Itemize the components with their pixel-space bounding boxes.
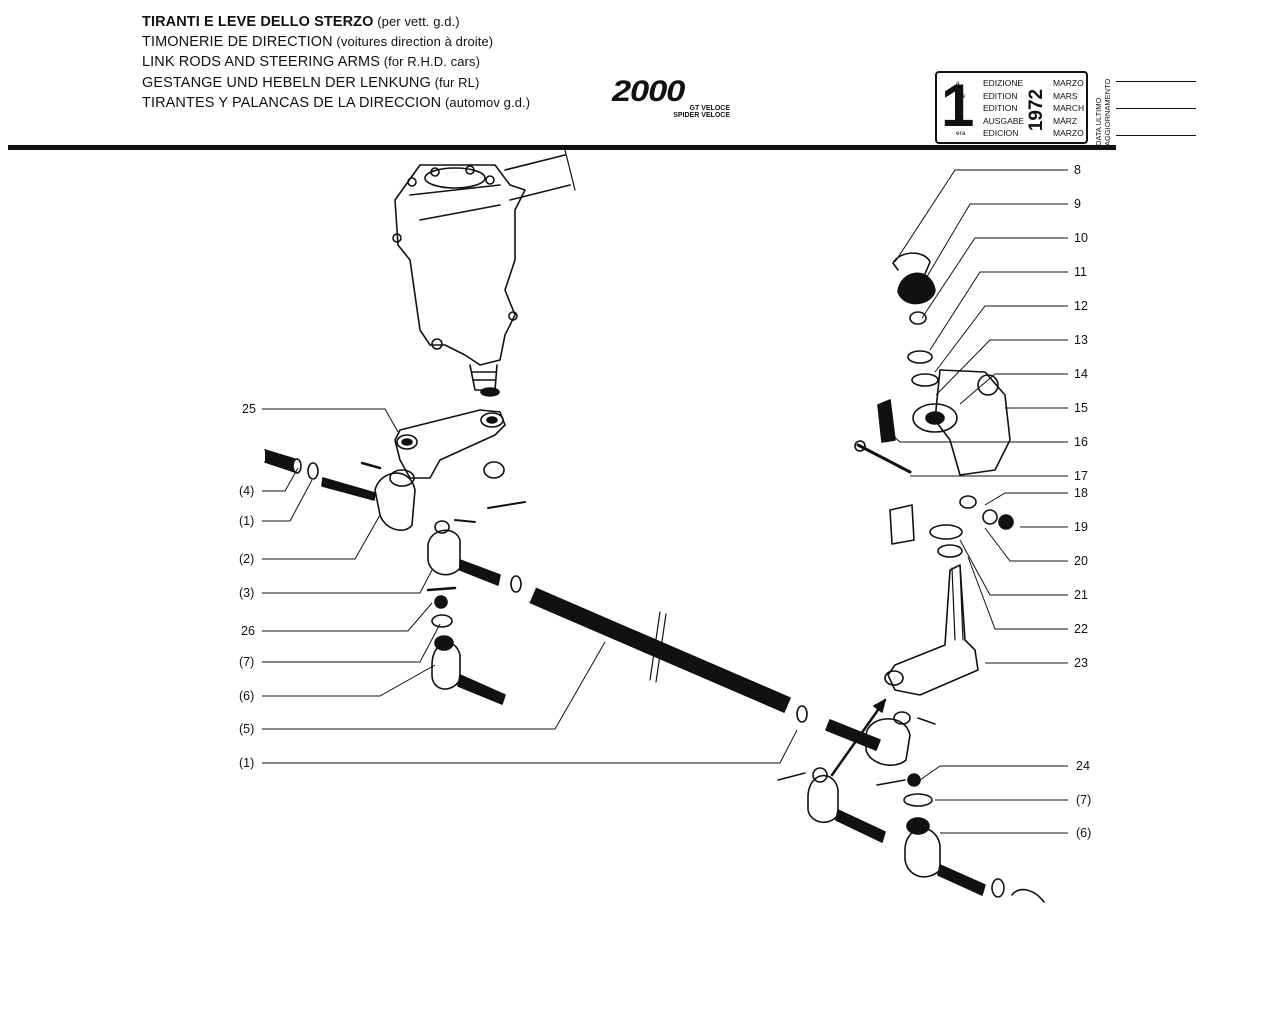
title-french: TIMONERIE DE DIRECTION (voitures directi…: [142, 34, 494, 51]
title-block: TIRANTI E LEVE DELLO STERZO (per vett. g…: [142, 12, 530, 113]
callout-22: 22: [1074, 622, 1088, 636]
callout-14: 14: [1074, 367, 1088, 381]
left-rod-ends-drawing: [264, 449, 526, 705]
callout-25: 25: [242, 402, 256, 416]
pitman-arm-drawing: [394, 409, 506, 479]
update-line-2: [1116, 108, 1196, 109]
callout-1-left-bottom: (1): [239, 756, 255, 770]
callout-12: 12: [1074, 299, 1088, 313]
callout-16: 16: [1074, 435, 1088, 449]
header-rule: [8, 145, 1116, 150]
title-german: GESTANGE UND HEBELN DER LENKUNG (fur RL): [142, 74, 480, 91]
callout-17: 17: [1074, 469, 1088, 483]
callout-6-left: (6): [239, 689, 255, 703]
edition-number: 1: [941, 72, 975, 139]
logo-subtitle-spider: SPIDER VELOCE: [673, 112, 730, 119]
callout-2-left: (2): [239, 552, 255, 566]
logo-text: 2000: [612, 75, 685, 108]
title-spanish: TIRANTES Y PALANCAS DE LA DIRECCION (aut…: [142, 94, 531, 111]
callout-1-left-top: (1): [239, 514, 255, 528]
callout-13: 13: [1074, 333, 1088, 347]
callout-9: 9: [1074, 197, 1081, 211]
callout-3-left: (3): [239, 586, 255, 600]
callout-15: 15: [1074, 401, 1088, 415]
callout-26: 26: [241, 624, 255, 638]
callout-7-right: (7): [1076, 793, 1092, 807]
callout-24: 24: [1076, 759, 1090, 773]
title-english: LINK RODS AND STEERING ARMS (for R.H.D. …: [142, 54, 481, 71]
idler-arm-drawing: [854, 252, 1014, 696]
callout-21: 21: [1074, 588, 1088, 602]
title-italian: TIRANTI E LEVE DELLO STERZO (per vett. g…: [142, 14, 460, 30]
right-rod-ends-drawing: [777, 698, 1045, 903]
logo-subtitle-gt: GT VELOCE: [689, 105, 730, 112]
update-line-3: [1116, 135, 1196, 136]
model-logo: 2000 GT VELOCE SPIDER VELOCE: [612, 77, 736, 120]
steering-box-drawing: [392, 149, 576, 397]
callout-11: 11: [1074, 265, 1087, 279]
callout-20: 20: [1074, 554, 1088, 568]
callout-5-left: (5): [239, 722, 255, 736]
callout-4-left: (4): [239, 484, 255, 498]
callout-8: 8: [1074, 163, 1081, 177]
tie-rod-drawing: [528, 587, 791, 713]
callout-6-right: (6): [1076, 826, 1092, 840]
update-line-1: [1116, 81, 1196, 82]
callout-23: 23: [1074, 656, 1088, 670]
leader-lines: [262, 169, 1068, 834]
callout-7-left: (7): [239, 655, 255, 669]
callout-18: 18: [1074, 486, 1088, 500]
callout-19: 19: [1074, 520, 1088, 534]
callout-10: 10: [1074, 231, 1088, 245]
